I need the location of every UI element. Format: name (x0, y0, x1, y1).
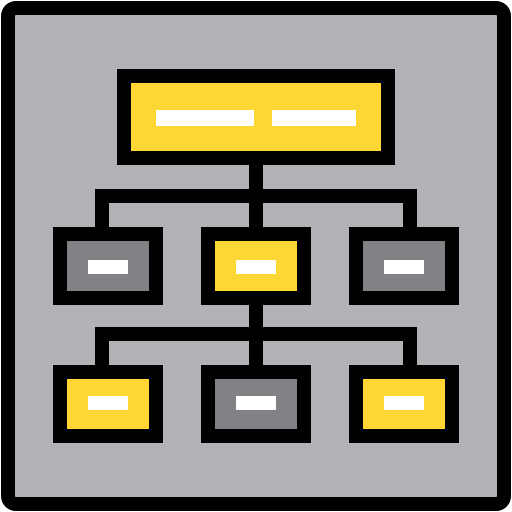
level2-left-node-box (53, 365, 163, 443)
root-node-text-bar (272, 110, 356, 126)
level2-center-node-box (201, 365, 311, 443)
level2-center-node-text-bar (236, 396, 276, 410)
level1-center-node-text-bar (236, 260, 276, 274)
chart-nodes (53, 69, 459, 443)
level2-left-node-text-bar (88, 396, 128, 410)
level2-right-node (349, 365, 459, 443)
root-node (117, 69, 395, 165)
level1-right-node (349, 227, 459, 305)
level2-center-node (201, 365, 311, 443)
level1-center-node (201, 227, 311, 305)
level2-left-node (53, 365, 163, 443)
root-node-text-bar (156, 110, 254, 126)
level2-right-node-text-bar (384, 396, 424, 410)
level2-right-node-box (349, 365, 459, 443)
level1-left-node (53, 227, 163, 305)
level1-left-node-text-bar (88, 260, 128, 274)
level1-right-node-text-bar (384, 260, 424, 274)
